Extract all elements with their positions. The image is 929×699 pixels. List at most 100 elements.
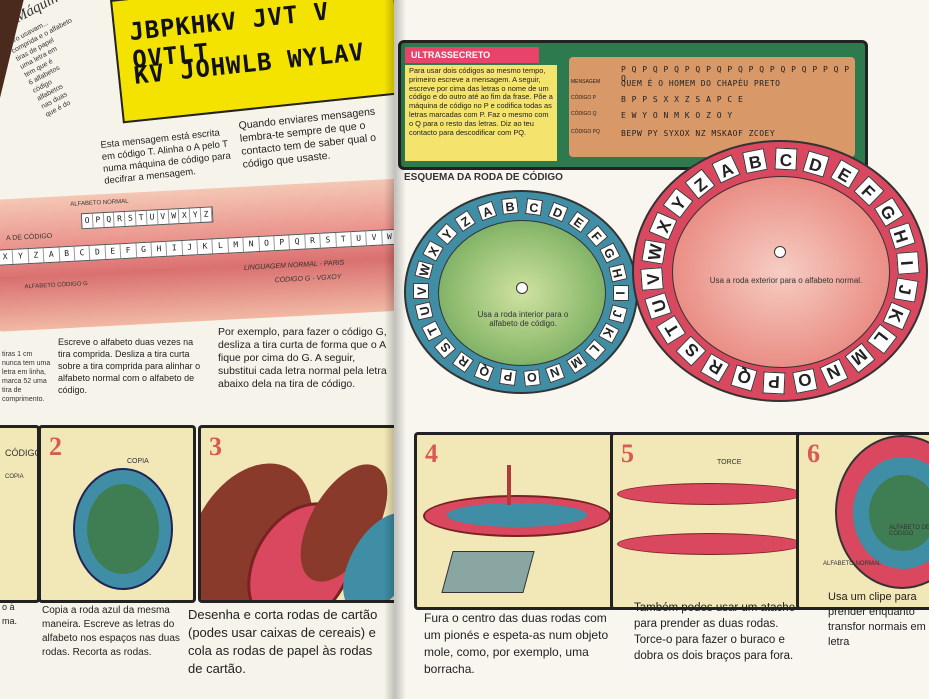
wheel-letter: S xyxy=(433,336,457,360)
wheel-letter: W xyxy=(641,239,667,265)
strip-letter: D xyxy=(89,245,106,260)
strip-letter: R xyxy=(114,211,126,227)
strip-letter: I xyxy=(166,241,183,256)
wheel-letter: R xyxy=(700,352,731,383)
center-hole xyxy=(516,282,528,294)
wheel-letter: B xyxy=(501,197,520,216)
wheel-letter: Y xyxy=(435,222,459,246)
wheel-letter: Q xyxy=(473,361,495,383)
panel-number: 6 xyxy=(807,439,820,468)
ultrassecreto-text: Para usar dois códigos ao mesmo tempo, p… xyxy=(405,65,557,161)
strip-letter: A xyxy=(43,247,60,263)
eraser xyxy=(441,551,535,593)
wheel-pair-bottom xyxy=(617,533,803,555)
wheel-letter: Q xyxy=(729,364,758,393)
assembled-wheel-center xyxy=(869,475,929,551)
wheel-letter: H xyxy=(887,222,916,251)
assembled-wheel-blue xyxy=(853,457,929,569)
strip-letter: O xyxy=(258,236,276,251)
wheel-letter: O xyxy=(791,367,818,394)
strip-letter: C xyxy=(74,245,91,261)
panel-1-partial: CÓDIGO COPIA xyxy=(0,425,40,603)
wheel-letter: Z xyxy=(684,168,716,200)
strip-letter: F xyxy=(120,243,137,259)
strip-letter: Y xyxy=(13,249,30,264)
strip-letter: G xyxy=(135,242,153,258)
panel0-text: o à ma. xyxy=(2,602,18,626)
panel-5: 5 TORCE xyxy=(610,432,810,610)
assembled-wheel xyxy=(835,435,929,589)
wheel-center xyxy=(87,484,159,574)
panel6-text: Usa um clipe para prender enquanto trans… xyxy=(828,591,926,648)
left-page: Máquinas de c Ciro usavam... comprida e … xyxy=(0,0,394,699)
panel5-text: Também podes usar um atache para prender… xyxy=(634,602,796,662)
strip-letter: Z xyxy=(200,207,213,222)
strip-letter: Q xyxy=(289,234,306,250)
wheel-letter: E xyxy=(567,210,591,234)
panel4-text: Fura o centro das duas rodas com um pion… xyxy=(424,611,609,676)
wheel-letter: L xyxy=(866,323,898,355)
panel-3: 3 xyxy=(198,425,394,603)
inner-wheel-text: Usa a roda interior para o alfabeto de c… xyxy=(477,310,569,328)
strip-letter: O xyxy=(81,213,94,229)
wheel-letter: N xyxy=(544,362,566,384)
wheel-letter: O xyxy=(522,368,541,387)
wheel-letter: M xyxy=(844,342,876,374)
panel-copia-label: COPIA xyxy=(5,474,24,480)
center-hole xyxy=(774,246,786,258)
torce-label: TORCE xyxy=(717,459,742,466)
linguagem-label: LINGUAGEM NORMAL - PARIS xyxy=(243,259,345,272)
esquema-title: ESQUEMA DA RODA DE CÓDIGO xyxy=(404,172,563,183)
panel6-label-codigo: ALFABETO DE CÓDIGO xyxy=(889,525,929,537)
wheel-letter: T xyxy=(421,320,443,342)
strip-letter: X xyxy=(179,208,191,224)
panel-number: 5 xyxy=(621,439,634,468)
wheel-letter: F xyxy=(853,175,885,207)
strip-letter: W xyxy=(168,209,180,224)
blue-wheel-drawing xyxy=(73,468,173,590)
wheel-letter: H xyxy=(608,262,629,283)
panel2-copia-label: COPIA xyxy=(127,458,149,465)
wheel-letter: G xyxy=(873,196,904,227)
wheel-letter: B xyxy=(742,148,769,175)
outer-wheel-center xyxy=(672,176,890,368)
panel-codigo-label: CÓDIGO xyxy=(5,448,40,458)
wheel-letter: E xyxy=(829,159,860,190)
wheel-letter: X xyxy=(422,240,444,262)
wheel-letter: X xyxy=(648,211,678,241)
panel2-text: Copia a roda azul da mesma maneira. Escr… xyxy=(42,605,180,658)
inner-code-wheel[interactable]: Usa a roda interior para o alfabeto de c… xyxy=(404,190,638,394)
codigo-label: CÓDIGO G - VGXOY xyxy=(274,273,342,285)
wheel-letter: I xyxy=(895,250,920,275)
parchment-message: P Q P Q P Q P Q P Q P Q P Q P Q P Q P P … xyxy=(569,57,855,157)
wheel-letter: L xyxy=(583,338,607,362)
wheel-letter: M xyxy=(565,352,588,375)
strip-letter: U xyxy=(146,210,159,225)
outer-wheel-text: Usa a roda exterior para o alfabeto norm… xyxy=(709,276,863,285)
outer-normal-wheel[interactable]: Usa a roda exterior para o alfabeto norm… xyxy=(632,140,928,402)
strip-letter: B xyxy=(59,246,76,262)
para-message-code-t: Esta mensagem está escrita em código T. … xyxy=(100,127,232,187)
panel-number: 4 xyxy=(425,439,438,468)
wheel-letter: C xyxy=(525,197,544,216)
bottom-left-snippet: tiras 1 cm nunca tem uma letra em linha,… xyxy=(2,351,51,403)
panel-2: 2 COPIA xyxy=(38,425,196,603)
strip-letter: L xyxy=(212,238,229,254)
wheel-letter: P xyxy=(498,368,517,387)
wheel-letter: D xyxy=(547,201,569,223)
wheel-letter: K xyxy=(882,301,912,331)
strip-letter: P xyxy=(274,235,291,251)
strip-letter: K xyxy=(197,239,214,255)
strip-letter: J xyxy=(182,240,199,255)
panel-6: 6 ALFABETO DE CÓDIGO ALFABETO NORMAL xyxy=(796,432,929,610)
wheel-letter: Y xyxy=(662,187,694,219)
strip-letter: Y xyxy=(190,207,202,223)
panel3-text: Desenha e corta rodas de cartão (podes u… xyxy=(188,607,378,676)
wheel-letter: V xyxy=(640,267,665,292)
strip-letter: V xyxy=(157,209,170,225)
strip-letter: T xyxy=(335,232,352,247)
cipher-box: JBPKHKV JVT V OVTLT KV JOHWLB WYLAV xyxy=(110,0,394,124)
stacked-wheels xyxy=(423,495,611,537)
